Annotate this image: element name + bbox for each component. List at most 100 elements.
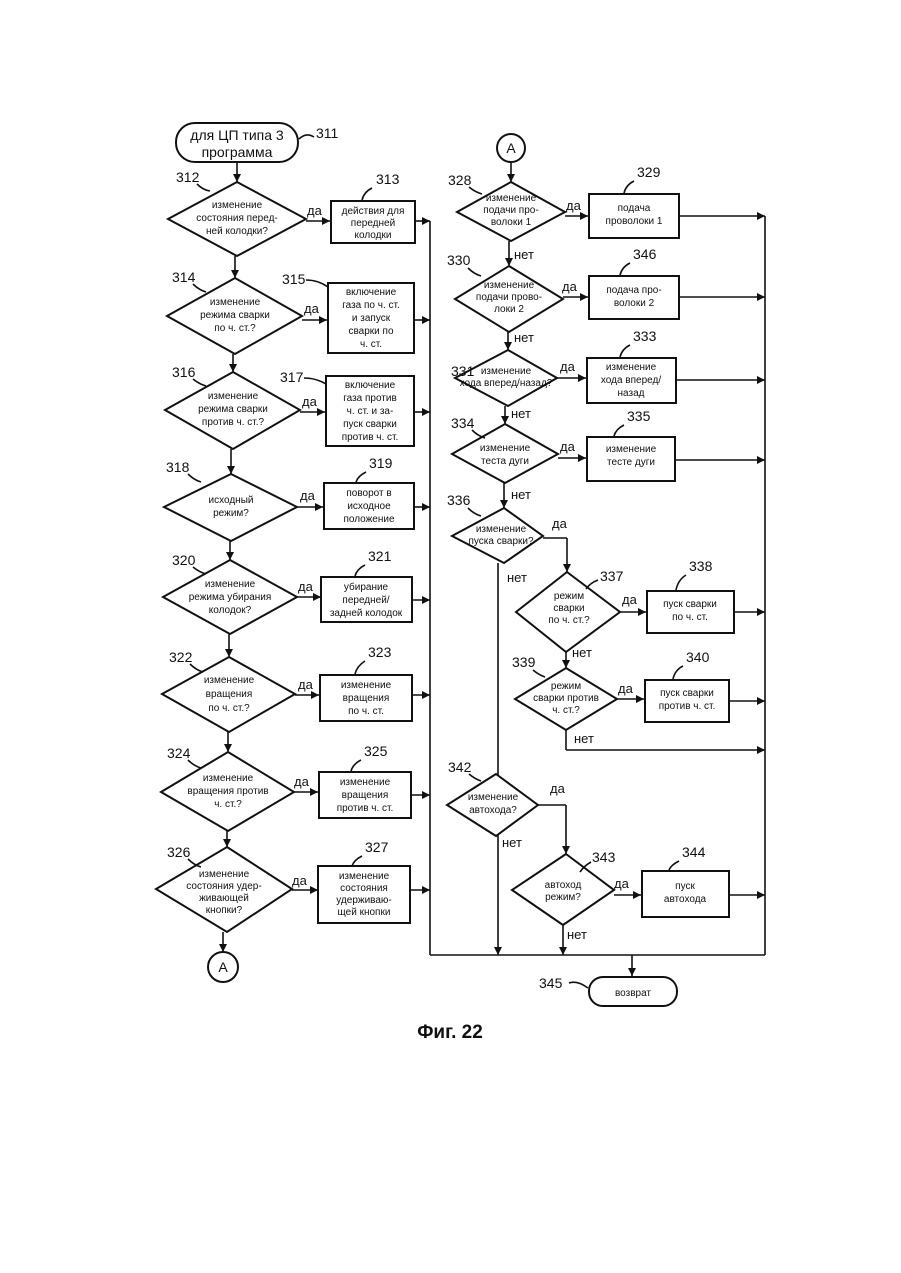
process-323-line-2: вращения — [343, 693, 390, 704]
decision-322-line-2: вращения — [206, 689, 253, 700]
decision-324-line-3: ч. ст.? — [214, 799, 242, 810]
decision-326-line-4: кнопки? — [206, 905, 243, 916]
process-333: изменение хода вперед/ назад 333 — [587, 328, 676, 403]
process-325-line-1: изменение — [340, 777, 391, 788]
process-327-line-3: удерживаю- — [336, 895, 392, 906]
decision-343-line-1: автоход — [545, 880, 582, 891]
decision-331-yes-label: да — [560, 359, 576, 374]
process-319: поворот в исходное положение 319 — [324, 455, 414, 529]
decision-318-yes-label: да — [300, 488, 316, 503]
process-315-line-4: сварки по — [348, 326, 393, 337]
process-335-line-2: тесте дуги — [607, 457, 655, 468]
decision-318: исходный режим? 318 да — [164, 459, 316, 541]
process-333-line-1: изменение — [606, 362, 657, 373]
decision-320-line-2: режима убирания — [189, 591, 272, 603]
decision-322-yes-label: да — [298, 677, 314, 692]
process-335: изменение тесте дуги 335 — [587, 408, 675, 481]
process-321-line-1: убирание — [344, 581, 389, 593]
process-315-line-3: и запуск — [352, 313, 391, 324]
decision-320-line-1: изменение — [205, 579, 256, 590]
decision-331-line-2: хода вперед/назад? — [460, 378, 553, 389]
decision-343-yes-label: да — [614, 876, 630, 891]
process-327-line-2: состояния — [340, 883, 388, 894]
process-325-line-2: вращения — [342, 790, 389, 801]
decision-339-line-3: ч. ст.? — [552, 705, 580, 716]
connector-a-bottom-label: A — [218, 959, 228, 975]
connector-a-top: A — [497, 134, 525, 162]
decision-320-yes-label: да — [298, 579, 314, 594]
process-315-line-2: газа по ч. ст. — [342, 300, 400, 311]
decision-337-line-1: режим — [554, 591, 584, 602]
process-317-line-1: включение — [345, 380, 396, 391]
process-346-line-2: волоки 2 — [614, 298, 655, 309]
ref-number-313: 313 — [376, 171, 400, 187]
decision-316-line-3: против ч. ст.? — [202, 417, 265, 428]
ref-number-336: 336 — [447, 492, 471, 508]
decision-328-line-3: волоки 1 — [491, 217, 532, 228]
ref-number-326: 326 — [167, 844, 191, 860]
ref-number-324: 324 — [167, 745, 191, 761]
ref-number-345: 345 — [539, 975, 563, 991]
decision-312: изменение состояния перед- ней колодки? … — [168, 169, 323, 256]
process-344-line-2: автохода — [664, 894, 707, 905]
decision-337-line-2: сварки — [553, 603, 584, 614]
ref-number-322: 322 — [169, 649, 193, 665]
start-terminator: для ЦП типа 3 программа 311 — [176, 123, 339, 162]
process-313-line-2: передней — [351, 218, 395, 229]
process-321-line-2: передней/ — [342, 595, 389, 606]
decision-339: режим сварки против ч. ст.? 339 да нет — [512, 654, 634, 746]
process-344-line-1: пуск — [675, 881, 695, 892]
ref-number-343: 343 — [592, 849, 616, 865]
process-329: подача проволоки 1 329 — [589, 164, 679, 238]
decision-339-yes-label: да — [618, 681, 634, 696]
decision-320-line-3: колодок? — [209, 605, 252, 616]
ref-number-327: 327 — [365, 839, 389, 855]
decision-336-no-label: нет — [507, 570, 527, 585]
ref-number-328: 328 — [448, 172, 472, 188]
decision-334-line-2: теста дуги — [481, 456, 529, 467]
decision-316-line-1: изменение — [208, 391, 259, 402]
decision-342-line-2: автохода? — [469, 805, 517, 816]
decision-326-line-2: состояния удер- — [186, 881, 261, 892]
process-333-line-3: назад — [618, 388, 645, 399]
ref-number-344: 344 — [682, 844, 706, 860]
process-313-line-1: действия для — [342, 206, 405, 217]
decision-322-line-3: по ч. ст.? — [208, 703, 250, 714]
ref-number-311: 311 — [316, 125, 339, 141]
ref-number-318: 318 — [166, 459, 190, 475]
process-329-line-1: подача — [618, 203, 651, 214]
process-319-line-3: положение — [343, 514, 395, 525]
decision-324: изменение вращения против ч. ст.? 324 да — [161, 745, 310, 831]
decision-342-line-1: изменение — [468, 792, 519, 803]
start-label-line-2: программа — [202, 144, 273, 160]
decision-312-line-3: ней колодки? — [206, 226, 268, 237]
connector-a-top-label: A — [506, 140, 516, 156]
decision-330-yes-label: да — [562, 279, 578, 294]
ref-number-312: 312 — [176, 169, 200, 185]
decision-334-yes-label: да — [560, 439, 576, 454]
process-346-line-1: подача про- — [606, 285, 661, 296]
process-319-line-2: исходное — [347, 501, 391, 512]
process-323-line-3: по ч. ст. — [348, 706, 384, 717]
process-340-line-1: пуск сварки — [660, 688, 714, 699]
decision-336-yes-label: да — [552, 516, 568, 531]
process-327-line-1: изменение — [339, 871, 390, 882]
process-340-line-2: против ч. ст. — [659, 701, 716, 712]
decision-336-line-2: пуска сварки? — [468, 536, 534, 547]
decision-342-no-label: нет — [502, 835, 522, 850]
ref-number-321: 321 — [368, 548, 392, 564]
decision-326: изменение состояния удер- живающей кнопк… — [156, 844, 308, 932]
ref-number-335: 335 — [627, 408, 651, 424]
decision-318-line-2: режим? — [213, 508, 249, 519]
process-329-line-2: проволоки 1 — [606, 216, 663, 227]
ref-number-337: 337 — [600, 568, 624, 584]
decision-314-line-1: изменение — [210, 297, 261, 308]
decision-339-line-2: сварки против — [533, 693, 599, 704]
decision-326-line-3: живающей — [199, 893, 249, 904]
decision-337: режим сварки по ч. ст.? 337 да нет — [516, 568, 638, 660]
process-315-line-5: ч. ст. — [360, 339, 382, 350]
decision-326-line-1: изменение — [199, 869, 250, 880]
process-315: включение газа по ч. ст. и запуск сварки… — [282, 271, 414, 353]
process-321: убирание передней/ задней колодок 321 — [321, 548, 412, 622]
